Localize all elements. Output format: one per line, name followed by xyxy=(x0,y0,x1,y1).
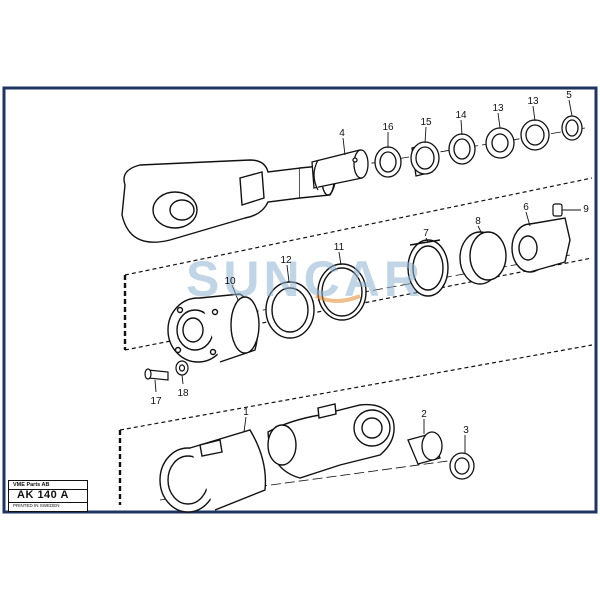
piston-rod-eye xyxy=(121,159,336,243)
drawing-code: AK 140 A xyxy=(17,489,69,501)
callout-12: 12 xyxy=(280,255,292,266)
part-6-piston xyxy=(511,217,571,273)
callout-3: 3 xyxy=(463,425,469,436)
part-13-wiper xyxy=(485,127,515,159)
callout-15: 15 xyxy=(420,117,432,128)
part-18-washer xyxy=(175,360,189,376)
title-block: VME Parts AB AK 140 A PRINTED IN SWEDEN xyxy=(8,480,88,512)
part-4-piston-pin xyxy=(311,149,369,191)
callout-7: 7 xyxy=(423,228,429,239)
part-17-bolt xyxy=(144,368,169,381)
callout-5: 5 xyxy=(566,90,572,101)
part-15-bushing xyxy=(410,141,440,177)
callout-16: 16 xyxy=(382,122,394,133)
callout-10: 10 xyxy=(224,276,236,287)
part-1-cylinder-tube xyxy=(159,403,395,513)
group-outline-bottom xyxy=(118,344,593,505)
part-3-ring xyxy=(449,452,475,480)
divider xyxy=(9,489,87,490)
callout-18: 18 xyxy=(177,388,189,399)
callout-6: 6 xyxy=(523,202,529,213)
leader-lines xyxy=(154,99,581,453)
divider xyxy=(9,502,87,503)
callout-4: 4 xyxy=(339,128,345,139)
part-9-screw xyxy=(552,203,563,217)
part-11-ring xyxy=(317,263,367,321)
part-12-ring xyxy=(265,281,315,339)
callout-8: 8 xyxy=(475,216,481,227)
callout-9: 9 xyxy=(583,204,589,215)
callout-14: 14 xyxy=(455,110,467,121)
part-7-piston-seal xyxy=(407,239,449,297)
callout-1: 1 xyxy=(243,407,249,418)
part-16-ring xyxy=(374,146,402,178)
part-13-nut xyxy=(520,119,550,151)
company-name: VME Parts AB xyxy=(13,482,50,488)
callout-13-a: 13 xyxy=(492,103,504,114)
watermark: SUNCAR xyxy=(186,251,424,307)
printed-note: PRINTED IN SWEDEN xyxy=(13,503,60,508)
part-14-seal xyxy=(448,133,476,165)
callout-13-b: 13 xyxy=(527,96,539,107)
callout-2: 2 xyxy=(421,409,427,420)
page-border xyxy=(2,86,598,514)
callout-11: 11 xyxy=(334,242,345,253)
part-10-cylinder-head xyxy=(167,293,260,363)
part-2-bearing xyxy=(407,431,443,465)
part-5-ring xyxy=(561,115,583,141)
part-8-guide-ring xyxy=(459,231,507,285)
watermark-text: SUNCAR xyxy=(186,251,424,307)
callout-17: 17 xyxy=(150,396,162,407)
